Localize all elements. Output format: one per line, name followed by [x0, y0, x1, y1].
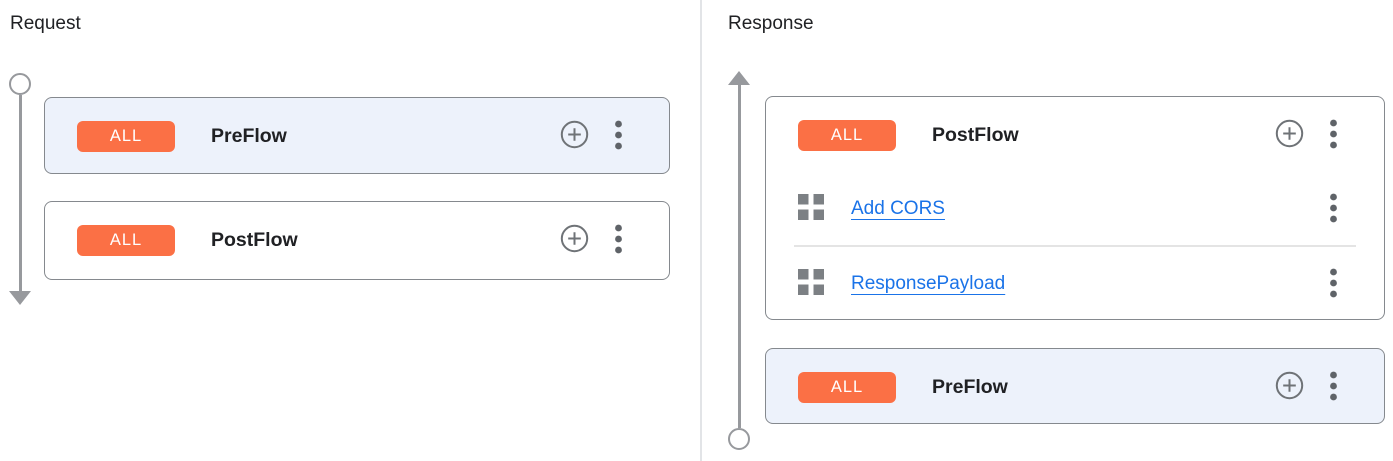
policy-row-divider: [794, 245, 1356, 247]
flow-name: PreFlow: [211, 124, 287, 147]
policy-grid-icon: [798, 193, 824, 225]
flow-header: ALL PostFlow: [45, 202, 669, 278]
plus-circle-icon: [1275, 371, 1304, 403]
kebab-menu-icon: [614, 119, 623, 154]
panel-divider: [700, 0, 702, 461]
more-options-button[interactable]: [1329, 370, 1338, 405]
more-options-button[interactable]: [1329, 192, 1338, 227]
add-step-button[interactable]: [1275, 119, 1304, 151]
policy-row: ResponsePayload: [766, 247, 1384, 321]
more-options-button[interactable]: [614, 223, 623, 258]
flow-name: PreFlow: [932, 375, 1008, 398]
request-preflow-card[interactable]: ALL PreFlow: [44, 97, 670, 174]
condition-badge: ALL: [77, 224, 175, 256]
timeline-line: [19, 95, 22, 291]
policy-grid-icon: [798, 268, 824, 300]
flow-header: ALL PreFlow: [45, 98, 669, 174]
policy-row: Add CORS: [766, 173, 1384, 245]
condition-badge: ALL: [798, 119, 896, 151]
flow-header: ALL PreFlow: [766, 349, 1384, 425]
timeline-start-circle-icon: [9, 73, 31, 95]
timeline-line: [738, 85, 741, 428]
flow-name: PostFlow: [932, 123, 1019, 146]
plus-circle-icon: [1275, 119, 1304, 151]
add-step-button[interactable]: [560, 120, 589, 152]
flow-name: PostFlow: [211, 228, 298, 251]
request-postflow-card[interactable]: ALL PostFlow: [44, 201, 670, 280]
more-options-button[interactable]: [614, 119, 623, 154]
timeline-arrow-down-icon: [9, 291, 31, 305]
kebab-menu-icon: [614, 223, 623, 258]
kebab-menu-icon: [1329, 370, 1338, 405]
response-postflow-card[interactable]: ALL PostFlow: [765, 96, 1385, 320]
condition-badge: ALL: [798, 371, 896, 403]
more-options-button[interactable]: [1329, 267, 1338, 302]
policy-link-response-payload[interactable]: ResponsePayload: [851, 273, 1006, 294]
condition-badge: ALL: [77, 120, 175, 152]
policy-link-add-cors[interactable]: Add CORS: [851, 198, 945, 219]
plus-circle-icon: [560, 224, 589, 256]
add-step-button[interactable]: [560, 224, 589, 256]
kebab-menu-icon: [1329, 192, 1338, 227]
kebab-menu-icon: [1329, 118, 1338, 153]
request-panel-title: Request: [10, 13, 81, 34]
kebab-menu-icon: [1329, 267, 1338, 302]
timeline-end-circle-icon: [728, 428, 750, 450]
response-preflow-card[interactable]: ALL PreFlow: [765, 348, 1385, 424]
flow-header: ALL PostFlow: [766, 97, 1384, 173]
plus-circle-icon: [560, 120, 589, 152]
response-panel-title: Response: [728, 13, 814, 34]
more-options-button[interactable]: [1329, 118, 1338, 153]
timeline-arrow-up-icon: [728, 71, 750, 85]
add-step-button[interactable]: [1275, 371, 1304, 403]
